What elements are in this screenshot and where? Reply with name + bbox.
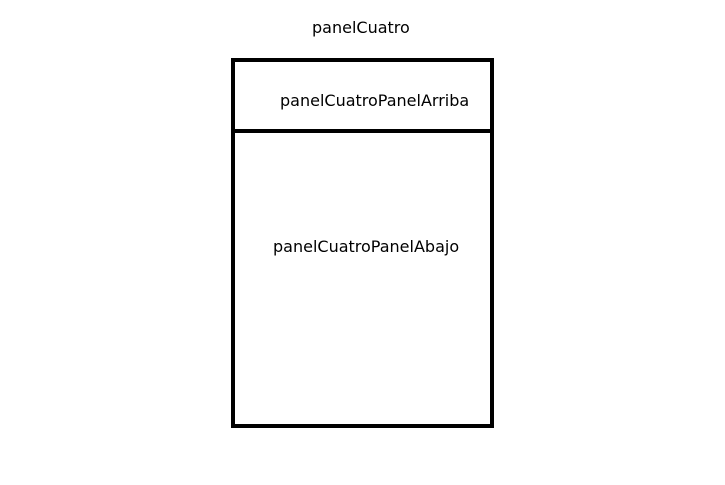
top-panel-box: panelCuatroPanelArriba [235, 62, 490, 133]
outer-panel-box: panelCuatroPanelArriba panelCuatroPanelA… [231, 58, 494, 428]
top-panel-label: panelCuatroPanelArriba [280, 91, 470, 110]
bottom-panel-label: panelCuatroPanelAbajo [273, 237, 460, 256]
bottom-panel-box: panelCuatroPanelAbajo [235, 133, 490, 424]
outer-panel-title: panelCuatro [312, 18, 410, 37]
